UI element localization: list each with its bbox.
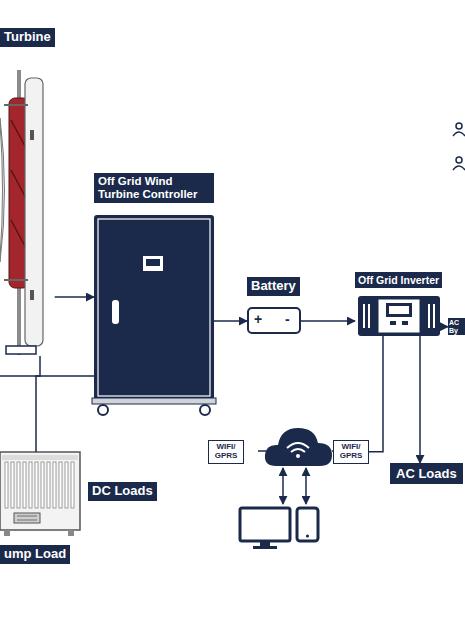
cloud-icon: [258, 428, 333, 504]
controller-cabinet: [92, 215, 216, 415]
connector: [419, 336, 421, 463]
terminal-sign: -: [285, 312, 290, 326]
title-tag: Battery: [247, 277, 300, 296]
connector: [55, 296, 94, 298]
person-icon: [453, 123, 465, 170]
wifi-box: WIFI/ GPRS: [208, 440, 244, 464]
connector: [214, 320, 247, 322]
inverter-group: Off Grid Inverter: [355, 272, 442, 336]
connector: [36, 376, 94, 452]
load-group: DC Loads ump Load: [0, 452, 168, 566]
box-label: AC By: [449, 319, 464, 334]
load-tag: DC Loads: [88, 482, 157, 501]
box-label: AC Loads: [396, 466, 457, 481]
phone-icon: [297, 508, 318, 541]
dump-load-heater: [0, 452, 80, 536]
battery-symbol: [248, 308, 300, 333]
ac-bypass-box: AC By: [448, 318, 465, 335]
inverter-device: [358, 296, 440, 336]
title-tag: Off Grid Inverter: [355, 272, 442, 288]
load-tag: ump Load: [0, 545, 70, 564]
controller-group: Off Grid Wind Turbine Controller: [94, 173, 214, 403]
title-tag: Turbine: [0, 28, 55, 47]
turbine-group: Turbine: [0, 28, 55, 378]
battery-group: Battery + -: [247, 277, 301, 334]
connector: [440, 326, 448, 328]
terminal-sign: +: [254, 312, 262, 326]
connector: [369, 336, 383, 452]
box-label: WIFI/ GPRS: [338, 443, 364, 461]
wifi-box: WIFI/ GPRS: [333, 440, 369, 464]
box-label: WIFI/ GPRS: [213, 443, 239, 461]
title-tag: Off Grid Wind Turbine Controller: [94, 173, 214, 203]
connector: [301, 320, 355, 322]
ac-loads-box: AC Loads: [390, 463, 463, 484]
monitor-icon: [240, 508, 290, 549]
wind-turbine: [0, 70, 43, 376]
